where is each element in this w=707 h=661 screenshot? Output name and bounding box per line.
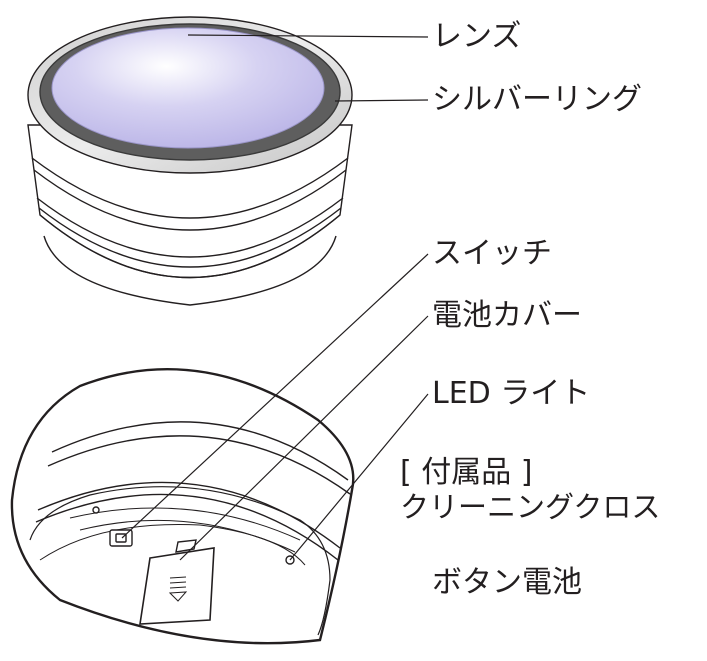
body-bottom [42,222,340,285]
magnifier-top-unit [27,16,353,306]
band-line [33,169,347,231]
battery-cover-arrow [169,576,187,579]
label-accessories-heading: [ 付属品 ] [400,455,533,490]
leader-line-silver-ring [334,99,429,102]
magnifier-base-unit [10,368,355,645]
label-led-light: LED ライト [432,376,591,411]
band-line [51,421,349,481]
band-line [36,197,344,258]
body-bottom-edge [43,235,337,306]
lens [51,27,325,149]
band-line [37,481,341,549]
inner-circuit-ring [79,519,296,553]
label-battery-cover: 電池カバー [432,298,582,333]
leader-line-battery-cover [179,315,429,561]
battery-cover-arrow [169,581,187,584]
band-line [39,214,341,279]
label-silver-ring: シルバーリング [432,82,642,117]
label-lens: レンズ [432,19,522,54]
band-line [35,493,339,561]
band-line [47,435,351,495]
battery-cover [139,547,215,625]
screw [92,506,100,514]
inner-circuit-ring [69,507,301,541]
label-switch: スイッチ [432,236,552,271]
leader-line-led [289,393,429,561]
battery-cover-arrow [169,586,187,589]
inner-rim [39,523,306,566]
label-button-battery: ボタン電池 [432,565,582,600]
label-cleaning-cloth: クリーニングクロス [400,490,661,524]
inner-rim [29,486,331,636]
band-line [38,207,342,268]
leader-lines [121,34,429,561]
leader-line-lens [187,34,429,38]
band-line [31,157,349,219]
leader-line-switch [121,253,429,539]
battery-cover-arrow [168,591,188,602]
